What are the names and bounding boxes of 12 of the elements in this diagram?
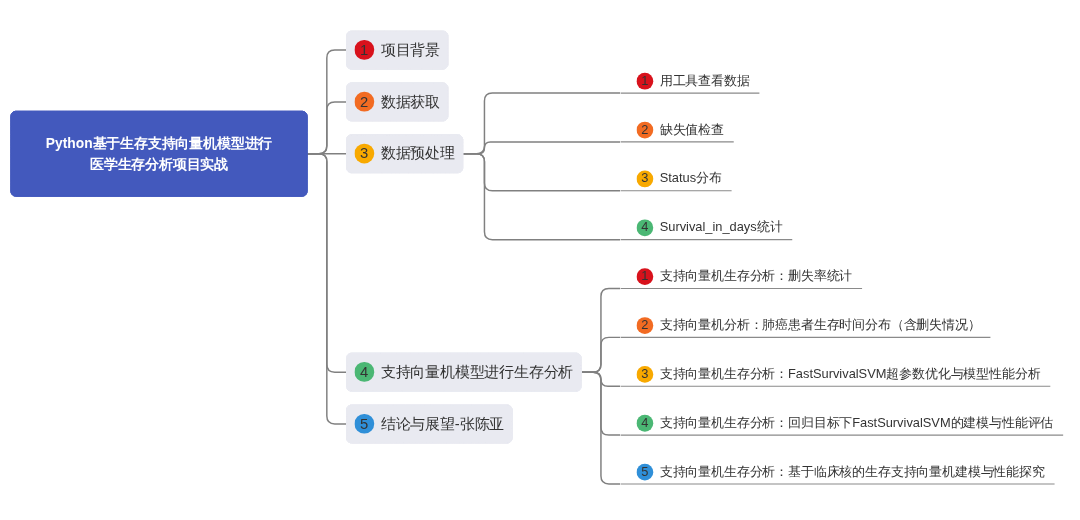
node-text: 5 支持向量机生存分析：基于临床核的生存支持向量机建模与性能探究 — [641, 463, 1045, 479]
node-text: 2 缺失值检查 — [641, 121, 724, 137]
node-text: 1 支持向量机生存分析：删失率统计 — [641, 268, 853, 284]
node-text: 3 Status分布 — [641, 170, 722, 186]
node-text: 2 支持向量机分析：肺癌患者生存时间分布（含删失情况） — [641, 317, 981, 332]
node-text: 3 支持向量机生存分析：FastSurvivalSVM超参数优化与模型性能分析 — [641, 366, 1041, 381]
connector — [462, 153, 622, 241]
node-text: 1 用工具查看数据 — [641, 72, 750, 88]
connector — [306, 153, 348, 425]
node-text: 4 Survival_in_days统计 — [641, 219, 783, 235]
node-text: 4 支持向量机生存分析：回归目标下FastSurvivalSVM的建模与性能评估 — [641, 414, 1054, 430]
connector — [580, 371, 622, 485]
